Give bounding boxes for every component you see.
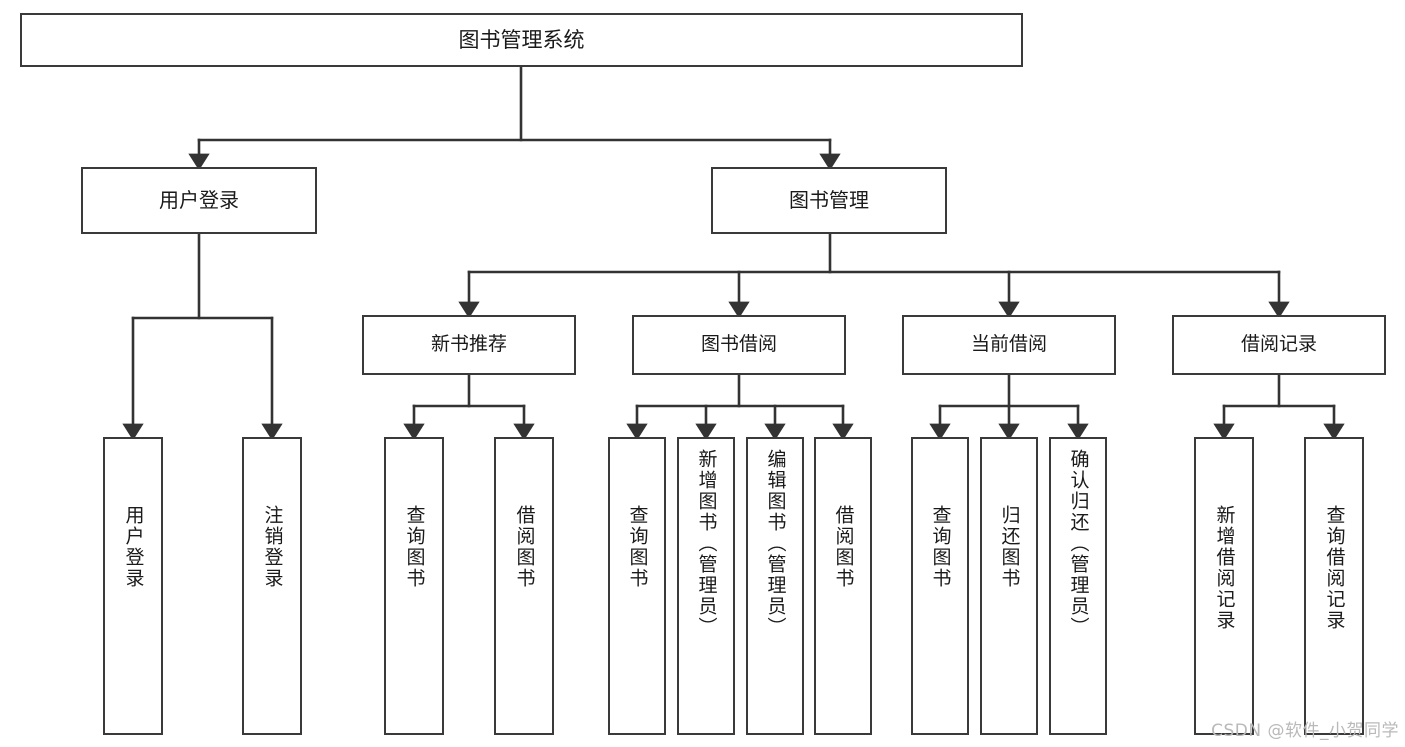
node-book-borrowing[interactable]: 图书借阅 [632,315,846,375]
leaf-new-book-borrow-books[interactable]: 借阅图书 [494,437,554,735]
node-label: 用户登录 [122,505,145,589]
node-current-borrowing[interactable]: 当前借阅 [902,315,1116,375]
node-label: 编辑图书（管理员） [764,449,787,638]
leaf-user-login-logout[interactable]: 注销登录 [242,437,302,735]
node-label: 借阅记录 [1240,333,1317,356]
node-label: 查询借阅记录 [1323,505,1346,631]
leaf-borrow-record-add-record[interactable]: 新增借阅记录 [1194,437,1254,735]
node-book-management[interactable]: 图书管理 [711,167,947,234]
node-label: 用户登录 [159,188,239,212]
node-label: 归还图书 [998,505,1021,589]
node-label: 图书借阅 [700,333,777,356]
node-label: 当前借阅 [970,333,1047,356]
leaf-current-borrow-query-books[interactable]: 查询图书 [911,437,969,735]
leaf-current-borrow-confirm-return-admin[interactable]: 确认归还（管理员） [1049,437,1107,735]
leaf-borrow-record-query-record[interactable]: 查询借阅记录 [1304,437,1364,735]
leaf-book-borrow-query-books[interactable]: 查询图书 [608,437,666,735]
leaf-current-borrow-return-books[interactable]: 归还图书 [980,437,1038,735]
node-label: 确认归还（管理员） [1067,449,1090,638]
node-label: 图书管理系统 [458,27,585,52]
node-label: 借阅图书 [832,505,855,589]
node-label: 新增图书（管理员） [695,449,718,638]
leaf-book-borrow-borrow-books[interactable]: 借阅图书 [814,437,872,735]
leaf-new-book-query-books[interactable]: 查询图书 [384,437,444,735]
node-new-book-recommendation[interactable]: 新书推荐 [362,315,576,375]
node-label: 查询图书 [929,505,952,589]
node-label: 查询图书 [626,505,649,589]
node-borrow-records[interactable]: 借阅记录 [1172,315,1386,375]
leaf-book-borrow-add-book-admin[interactable]: 新增图书（管理员） [677,437,735,735]
node-label: 注销登录 [261,505,284,589]
node-book-management-system[interactable]: 图书管理系统 [20,13,1023,67]
node-label: 新增借阅记录 [1213,505,1236,631]
csdn-watermark: CSDN @软件_小贺同学 [1211,721,1399,741]
leaf-book-borrow-edit-book-admin[interactable]: 编辑图书（管理员） [746,437,804,735]
node-label: 新书推荐 [430,333,507,356]
node-label: 查询图书 [403,505,426,589]
node-user-login[interactable]: 用户登录 [81,167,317,234]
node-label: 图书管理 [789,188,869,212]
node-label: 借阅图书 [513,505,536,589]
leaf-user-login-login[interactable]: 用户登录 [103,437,163,735]
